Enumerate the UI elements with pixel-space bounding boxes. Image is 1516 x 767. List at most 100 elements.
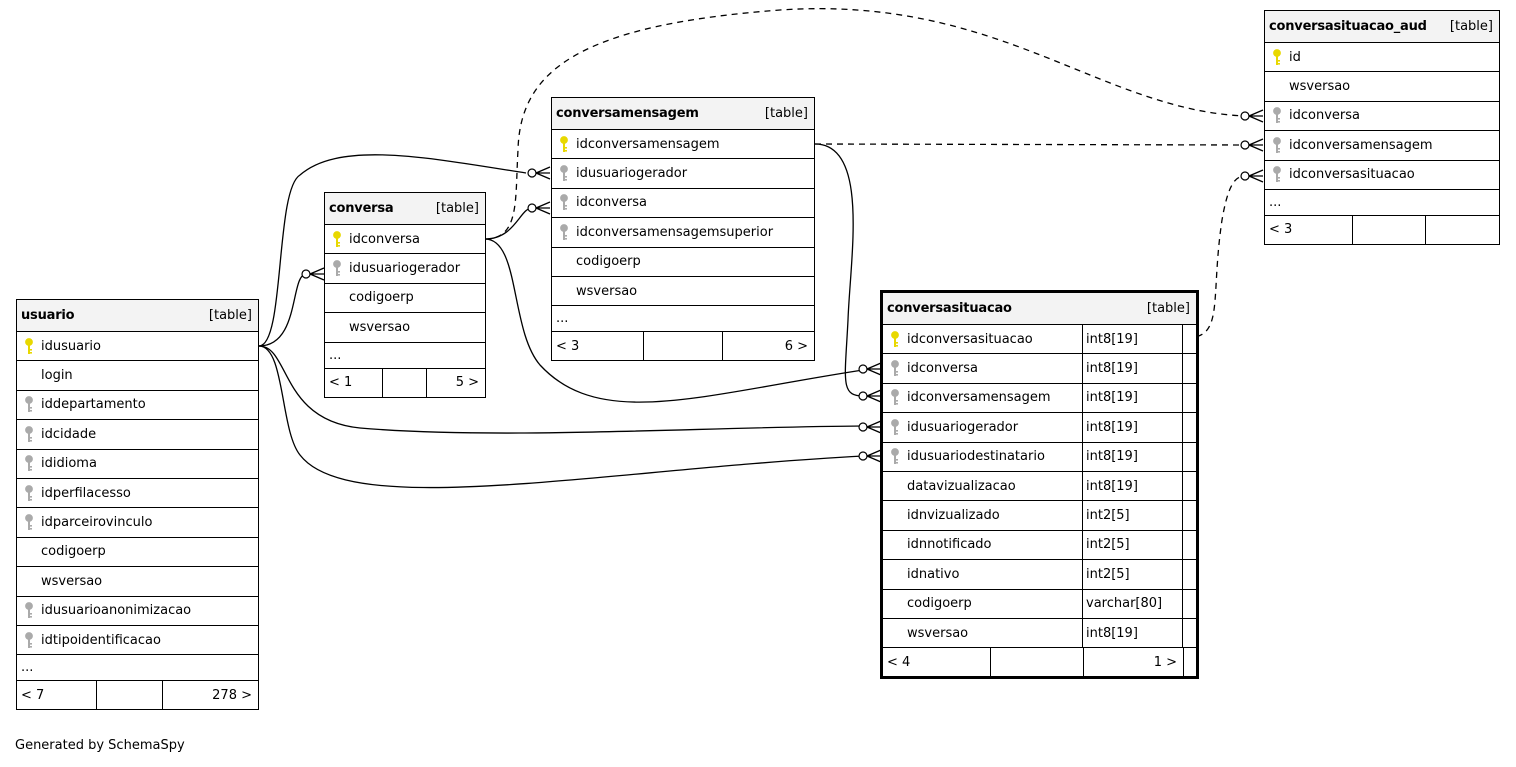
foreign-key-icon — [17, 508, 41, 536]
parents-link[interactable]: < 7 — [17, 681, 97, 710]
column-row[interactable]: codigoerp — [325, 284, 485, 314]
column-row[interactable]: idusuariogerador — [325, 254, 485, 284]
column-pad — [1182, 354, 1196, 383]
column-row[interactable]: codigoerp — [552, 248, 814, 277]
column-row[interactable]: idusuariogerador — [552, 159, 814, 189]
column-name: datavizualizacao — [907, 478, 1016, 494]
more-columns[interactable]: ... — [325, 343, 485, 369]
foreign-key-icon — [17, 391, 41, 419]
column-name: idcidade — [41, 426, 97, 442]
table-name[interactable]: conversasituacao_aud — [1269, 19, 1427, 34]
column-row[interactable]: id — [1265, 43, 1499, 73]
table-name[interactable]: conversamensagem — [556, 106, 699, 121]
column-row[interactable]: idconversa — [1265, 102, 1499, 132]
column-row[interactable]: idtipoidentificacao — [17, 626, 258, 656]
column-name: idconversa — [907, 361, 978, 377]
column-row[interactable]: wsversao — [325, 313, 485, 343]
column-row[interactable]: idconversamensagem — [1265, 131, 1499, 161]
table-conversasituacao[interactable]: conversasituacao [table] idconversasitua… — [880, 290, 1199, 680]
children-link[interactable]: 1 > — [1084, 648, 1184, 677]
column-row[interactable]: codigoerp — [17, 538, 258, 568]
primary-key-icon — [883, 325, 907, 353]
table-nav: < 1 5 > — [325, 368, 485, 397]
column-row[interactable]: idconversasituacao — [1265, 161, 1499, 190]
column-row[interactable]: idcidade — [17, 420, 258, 450]
more-columns[interactable]: ... — [17, 655, 258, 682]
table-name[interactable]: conversasituacao — [887, 301, 1012, 316]
column-name: idusuariogerador — [349, 261, 461, 277]
children-link[interactable]: 6 > — [784, 338, 808, 354]
table-kind: [table] — [435, 201, 479, 216]
column-row[interactable]: wsversao — [1265, 72, 1499, 102]
column-row[interactable]: ididioma — [17, 450, 258, 479]
foreign-key-icon — [17, 597, 41, 625]
edge-end-circle — [1240, 171, 1250, 181]
edge-end-circle — [527, 203, 537, 213]
table-conversa[interactable]: conversa [table] idconversa idusuariogera… — [324, 192, 486, 398]
children-link[interactable] — [1426, 216, 1499, 244]
column-type: int2[5] — [1082, 560, 1182, 589]
column-row[interactable]: idusuario — [17, 332, 258, 362]
footer-credit[interactable]: Generated by SchemaSpy — [15, 738, 185, 753]
column-row[interactable]: idperfilacesso — [17, 479, 258, 509]
table-header: conversamensagem [table] — [552, 98, 814, 130]
column-row[interactable]: idconversa — [325, 225, 485, 255]
crowfoot — [866, 449, 882, 463]
parents-link[interactable]: < 3 — [1265, 215, 1353, 244]
column-row[interactable]: wsversao — [17, 567, 258, 597]
parents-link[interactable]: < 1 — [325, 368, 383, 397]
column-spacer — [552, 248, 576, 276]
column-name: wsversao — [907, 625, 969, 641]
column-pad — [1182, 501, 1196, 530]
column-spacer — [883, 501, 907, 529]
table-nav: < 7 278 > — [17, 681, 258, 710]
parents-link[interactable]: < 4 — [883, 648, 991, 677]
column-pad — [1182, 325, 1196, 354]
table-conversamensagem[interactable]: conversamensagem [table] idconversamensa… — [551, 97, 815, 362]
children-link[interactable]: 5 > — [455, 375, 479, 391]
column-spacer — [17, 361, 41, 389]
table-name[interactable]: usuario — [21, 308, 75, 323]
column-name: idnativo — [907, 566, 960, 582]
column-name: idconversasituacao — [1289, 167, 1415, 183]
children-link[interactable]: 278 > — [212, 687, 252, 703]
column-row[interactable]: idconversamensagem — [552, 130, 814, 160]
parents-link[interactable]: < 3 — [552, 332, 644, 361]
column-name: idusuariogerador — [907, 419, 1019, 435]
more-columns[interactable]: ... — [552, 306, 814, 333]
column-spacer — [883, 590, 907, 618]
column-row[interactable]: iddepartamento — [17, 391, 258, 421]
column-spacer — [17, 567, 41, 595]
foreign-key-icon — [1265, 102, 1289, 130]
table-name[interactable]: conversa — [329, 201, 394, 216]
foreign-key-icon — [1265, 161, 1289, 189]
column-name: idparceirovinculo — [41, 515, 153, 531]
column-name: idnvizualizado — [907, 508, 1000, 524]
column-name: iddepartamento — [41, 397, 146, 413]
edge-conversamensagem-conversasituacao — [814, 143, 864, 397]
column-spacer — [552, 277, 576, 305]
column-row[interactable]: idconversa — [552, 189, 814, 219]
column-row[interactable]: idnativo int2[5] — [883, 560, 1196, 590]
more-columns[interactable]: ... — [1265, 190, 1499, 216]
column-row[interactable]: wsversao — [552, 277, 814, 307]
foreign-key-icon — [552, 189, 576, 217]
foreign-key-icon — [17, 479, 41, 507]
column-row[interactable]: login — [17, 361, 258, 391]
column-row[interactable]: idparceirovinculo — [17, 508, 258, 538]
column-name: wsversao — [576, 283, 638, 299]
column-row[interactable]: idconversamensagemsuperior — [552, 218, 814, 248]
column-row[interactable]: idusuarioanonimizacao — [17, 597, 258, 626]
